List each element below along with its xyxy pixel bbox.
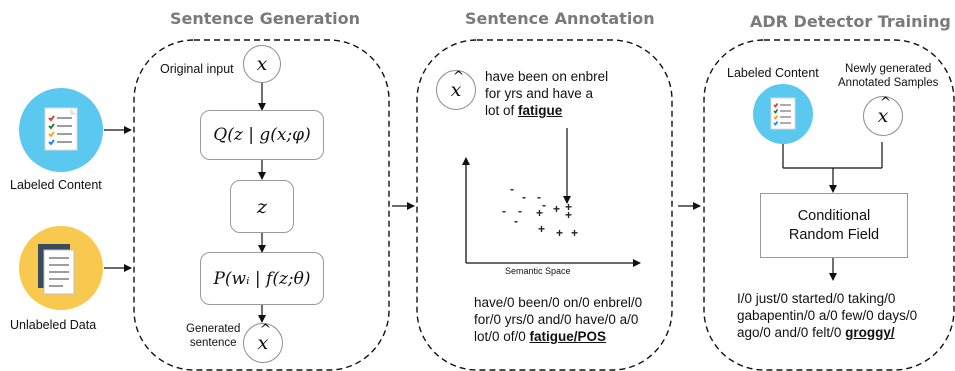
negative-point: - bbox=[518, 204, 522, 218]
positive-point: + bbox=[556, 226, 564, 240]
latent-z-box: z bbox=[230, 180, 294, 233]
annotation-xhat-symbol: x bbox=[451, 69, 464, 101]
training-panel bbox=[703, 39, 955, 371]
training-xhat-symbol: x bbox=[878, 95, 891, 127]
newly-generated-label: Newly generated Annotated Samples bbox=[838, 63, 939, 89]
annotation-panel bbox=[416, 39, 673, 371]
unlabeled-data-icon bbox=[19, 226, 103, 310]
generated-sentence-label: Generated sentence bbox=[186, 323, 241, 349]
semantic-space-label: Semantic Space bbox=[505, 266, 571, 276]
positive-point: + bbox=[565, 208, 573, 222]
positive-point: + bbox=[536, 206, 544, 220]
negative-point: - bbox=[537, 190, 541, 204]
annotation-input-sentence: have been on enbrel for yrs and have a l… bbox=[485, 69, 609, 118]
detected-adr-word: groggy/ bbox=[845, 325, 895, 340]
crf-line-1: Conditional bbox=[797, 207, 871, 224]
input-x-node: x bbox=[243, 45, 281, 83]
positive-point: + bbox=[553, 202, 561, 216]
unlabeled-data-label: Unlabeled Data bbox=[10, 318, 97, 332]
decoder-box: P(wᵢ | f(z;θ) bbox=[200, 252, 324, 305]
positive-point: + bbox=[565, 200, 573, 214]
annotation-output-labels: have/0 been/0 on/0 enbrel/0 for/0 yrs/0 … bbox=[474, 295, 643, 344]
crf-line-2: Random Field bbox=[788, 226, 880, 243]
highlighted-adr-word: fatigue bbox=[518, 103, 563, 118]
negative-point: - bbox=[522, 190, 526, 204]
section-title-annotation: Sentence Annotation bbox=[465, 9, 655, 28]
annotation-xhat-node: x bbox=[436, 69, 476, 110]
negative-point: - bbox=[510, 182, 514, 196]
original-input-label: Original input bbox=[160, 62, 234, 76]
encoder-formula: Q(z | g(x;φ) bbox=[213, 125, 311, 145]
training-labeled-icon bbox=[753, 84, 813, 144]
latent-z-symbol: z bbox=[256, 195, 267, 218]
training-xhat-node: x bbox=[863, 95, 903, 136]
negative-point: - bbox=[502, 204, 506, 218]
crf-box: Conditional Random Field bbox=[760, 193, 908, 258]
generated-xhat-node: x bbox=[243, 322, 283, 363]
generation-panel bbox=[133, 39, 390, 371]
training-labeled-label: Labeled Content bbox=[727, 66, 819, 80]
positive-point: + bbox=[571, 226, 579, 240]
input-x-symbol: x bbox=[256, 53, 268, 75]
section-title-generation: Sentence Generation bbox=[170, 9, 360, 28]
labeled-content-label: Labeled Content bbox=[10, 178, 102, 192]
positive-label: fatigue/POS bbox=[529, 329, 607, 344]
negative-point: - bbox=[514, 214, 518, 228]
section-title-training: ADR Detector Training bbox=[750, 12, 951, 31]
encoder-box: Q(z | g(x;φ) bbox=[200, 110, 324, 160]
labeled-content-icon bbox=[19, 88, 103, 172]
training-output-labels: I/0 just/0 started/0 taking/0 gabapentin… bbox=[737, 291, 918, 340]
negative-point: - bbox=[542, 198, 546, 212]
generated-xhat-symbol: x bbox=[258, 322, 271, 354]
positive-point: + bbox=[538, 222, 546, 236]
decoder-formula: P(wᵢ | f(z;θ) bbox=[213, 268, 311, 289]
